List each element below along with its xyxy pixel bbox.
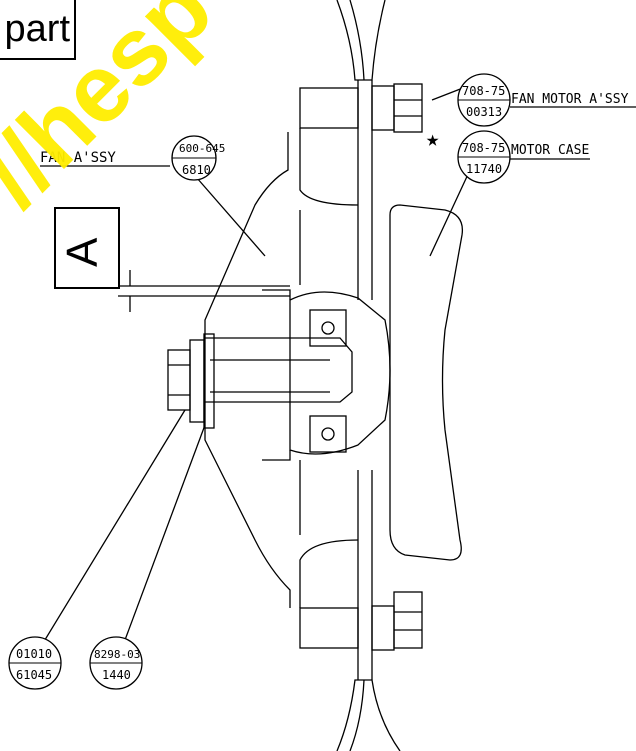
washer-code-top: 8298-03 — [94, 648, 140, 661]
fan-assy-code-bottom: 6810 — [182, 163, 211, 177]
fan-assy-code-top: 600-645 — [179, 142, 225, 155]
view-label-box: A — [54, 207, 120, 289]
fan-motor-code-bottom: 00313 — [466, 105, 502, 119]
fan-motor-code-top: 708-75 — [462, 84, 505, 98]
bolt-code-bottom: 61045 — [16, 668, 52, 682]
motor-case-title: MOTOR CASE — [511, 143, 589, 158]
fan-assy-title: FAN A'SSY — [40, 150, 116, 166]
fan-motor-title: FAN MOTOR A'SSY — [511, 92, 629, 107]
motor-case-code-bottom: 11740 — [466, 162, 502, 176]
washer-code-bottom: 1440 — [102, 668, 131, 682]
star-marker: ★ — [426, 127, 439, 152]
bolt-code-top: 01010 — [16, 647, 52, 661]
view-label: A — [58, 237, 107, 267]
corner-part-label: part — [0, 0, 76, 60]
motor-case-code-top: 708-75 — [462, 141, 505, 155]
